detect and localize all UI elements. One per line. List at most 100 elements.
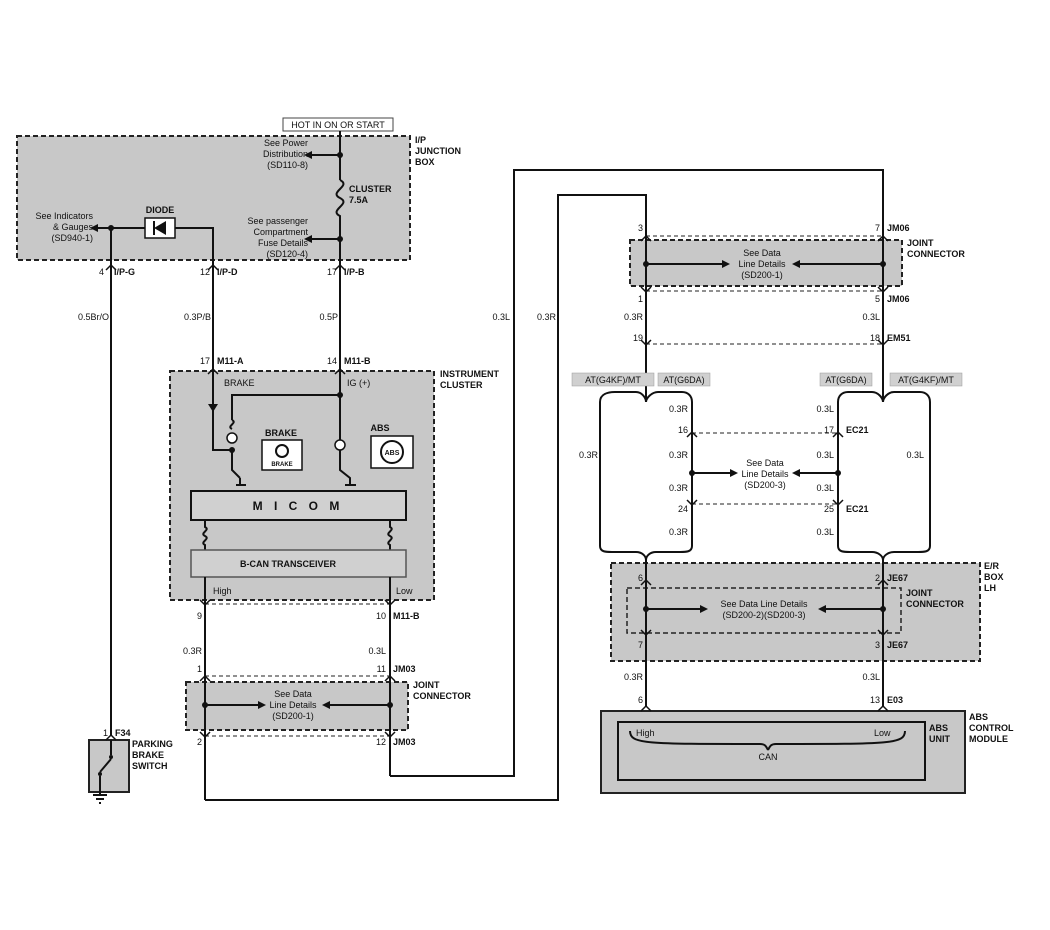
wire-long-l-label: 0.3L	[492, 312, 510, 322]
jm03-joint-connector: 1 11 JM03 JOINT CONNECTOR See Data Line …	[185, 664, 471, 800]
wire-side-l-label: 0.3R	[579, 450, 599, 460]
indicators-ref-1: See Indicators	[35, 211, 93, 221]
ip-junction-box-title-3: BOX	[415, 157, 435, 167]
instrument-cluster: INSTRUMENT CLUSTER 17 M11-A 14 M11-B BRA…	[169, 356, 499, 680]
em51-right-pin: 18	[870, 333, 880, 343]
abs-lamp-label: ABS	[370, 423, 389, 433]
arrow-icon	[700, 605, 708, 613]
ec21-ref-3: (SD200-3)	[744, 480, 786, 490]
cluster-title-1: INSTRUMENT	[440, 369, 499, 379]
switch-icon	[99, 758, 112, 773]
arrow-icon	[304, 151, 312, 159]
jm06-bottom-left-pin: 1	[638, 294, 643, 304]
er-ref-1: See Data Line Details	[720, 599, 808, 609]
wire-ec21-r-top: 0.3L	[816, 404, 834, 414]
wire-ec21-r-mid2: 0.3L	[816, 483, 834, 493]
jm06-ref-2: Line Details	[738, 259, 786, 269]
ig-signal-label: IG (+)	[347, 378, 370, 388]
jm06-top-name: JM06	[887, 223, 910, 233]
variant-tag-r-outer	[889, 372, 963, 387]
arrow-icon	[818, 605, 826, 613]
power-dist-ref-3: (SD110-8)	[267, 160, 308, 170]
er-bottom-name: JE67	[887, 640, 908, 650]
ground-icon	[93, 794, 107, 804]
fuse-details-ref-1: See passenger	[247, 216, 308, 226]
jm03-bottom-left-pin: 2	[197, 737, 202, 747]
jm03-bottom-name: JM03	[393, 737, 416, 747]
ec21-connector: 0.3R 0.3L 16 17 EC21 0.3R 0.3L See Data …	[669, 404, 869, 537]
er-top-right-pin: 2	[875, 573, 880, 583]
jm06-title-2: CONNECTOR	[907, 249, 965, 259]
pin-ipd-name: I/P-D	[217, 267, 238, 277]
connector-chevrons	[105, 234, 889, 741]
connector-icon	[384, 674, 396, 682]
connector-icon	[640, 234, 652, 242]
jm06-joint-connector: 3 7 JM06 JOINT CONNECTOR See Data Line D…	[629, 223, 965, 402]
cluster-low-label: Low	[396, 586, 413, 596]
er-top-name: JE67	[887, 573, 908, 583]
connector-icon	[640, 578, 652, 586]
power-dist-ref-2: Distribution	[263, 149, 308, 159]
wire-ec21-r-bot: 0.3L	[816, 527, 834, 537]
diode-icon	[154, 221, 166, 235]
ec21-top-right-pin: 17	[824, 425, 834, 435]
diode-label: DIODE	[146, 205, 175, 215]
er-bottom-right-pin: 3	[875, 640, 880, 650]
ec21-ref-2: Line Details	[741, 469, 789, 479]
abs-high-label: High	[636, 728, 655, 738]
wire-ec21-l-bot: 0.3R	[669, 527, 689, 537]
abs-control-module: 6 13 E03 ABS UNIT ABS CONTROL MODULE Hig…	[600, 695, 1014, 794]
connector-icon	[832, 499, 844, 507]
pin-ipg-name: I/P-G	[114, 267, 135, 277]
connector-icon	[199, 599, 211, 607]
jm03-bottom-right-pin: 12	[376, 737, 386, 747]
parking-brake-title-2: BRAKE	[132, 750, 164, 760]
er-joint-title-2: CONNECTOR	[906, 599, 964, 609]
er-box-title-2: BOX	[984, 572, 1004, 582]
fuse-label-2: 7.5A	[349, 195, 369, 205]
ec21-top-left-pin: 16	[678, 425, 688, 435]
er-top-left-pin: 6	[638, 573, 643, 583]
brake-lamp-bulb-icon	[226, 432, 238, 444]
jm06-top-right-pin: 7	[875, 223, 880, 233]
connector-icon	[640, 704, 652, 712]
wire-cluster-low-label: 0.3L	[368, 646, 386, 656]
variant-l-inner: AT(G6DA)	[663, 375, 704, 385]
wire-ec21-l-mid2: 0.3R	[669, 483, 689, 493]
abs-low-label: Low	[874, 728, 891, 738]
parking-brake-title-3: SWITCH	[132, 761, 168, 771]
connector-icon	[640, 286, 652, 294]
jm06-bottom-name: JM06	[887, 294, 910, 304]
jm03-title-1: JOINT	[413, 680, 440, 690]
er-joint-title-1: JOINT	[906, 588, 933, 598]
jm06-title-1: JOINT	[907, 238, 934, 248]
em51-left-pin: 19	[633, 333, 643, 343]
pin-ipg-num: 4	[99, 267, 104, 277]
can-bracket-right	[767, 730, 906, 751]
connector-icon	[334, 367, 346, 375]
micom-block	[190, 490, 407, 521]
pin-ipb-name: I/P-B	[344, 267, 365, 277]
variant-r-outer: AT(G4KF)/MT	[898, 375, 954, 385]
wire-ec21-r-mid: 0.3L	[816, 450, 834, 460]
ip-junction-box-title-2: JUNCTION	[415, 146, 461, 156]
variant-tag-r-inner	[819, 372, 873, 387]
ec21-bottom-name: EC21	[846, 504, 869, 514]
arrow-icon	[258, 701, 266, 709]
ec21-ref-1: See Data	[746, 458, 784, 468]
wire-long-r-label: 0.3R	[537, 312, 557, 322]
ec21-top-name: EC21	[846, 425, 869, 435]
connector-icon	[199, 674, 211, 682]
resistor-icon	[387, 520, 393, 550]
brake-lamp-label: BRAKE	[265, 428, 297, 438]
connector-icon	[334, 263, 346, 271]
jm03-ref-2: Line Details	[269, 700, 317, 710]
abs-lamp-bulb-icon	[334, 439, 346, 451]
arrow-icon	[322, 701, 330, 709]
jm06-bottom-right-pin: 5	[875, 294, 880, 304]
arrow-icon	[722, 260, 730, 268]
connector-icon	[105, 263, 117, 271]
wire-long-l	[390, 169, 884, 777]
ec21-bottom-left-pin: 24	[678, 504, 688, 514]
arrow-icon	[304, 235, 312, 243]
